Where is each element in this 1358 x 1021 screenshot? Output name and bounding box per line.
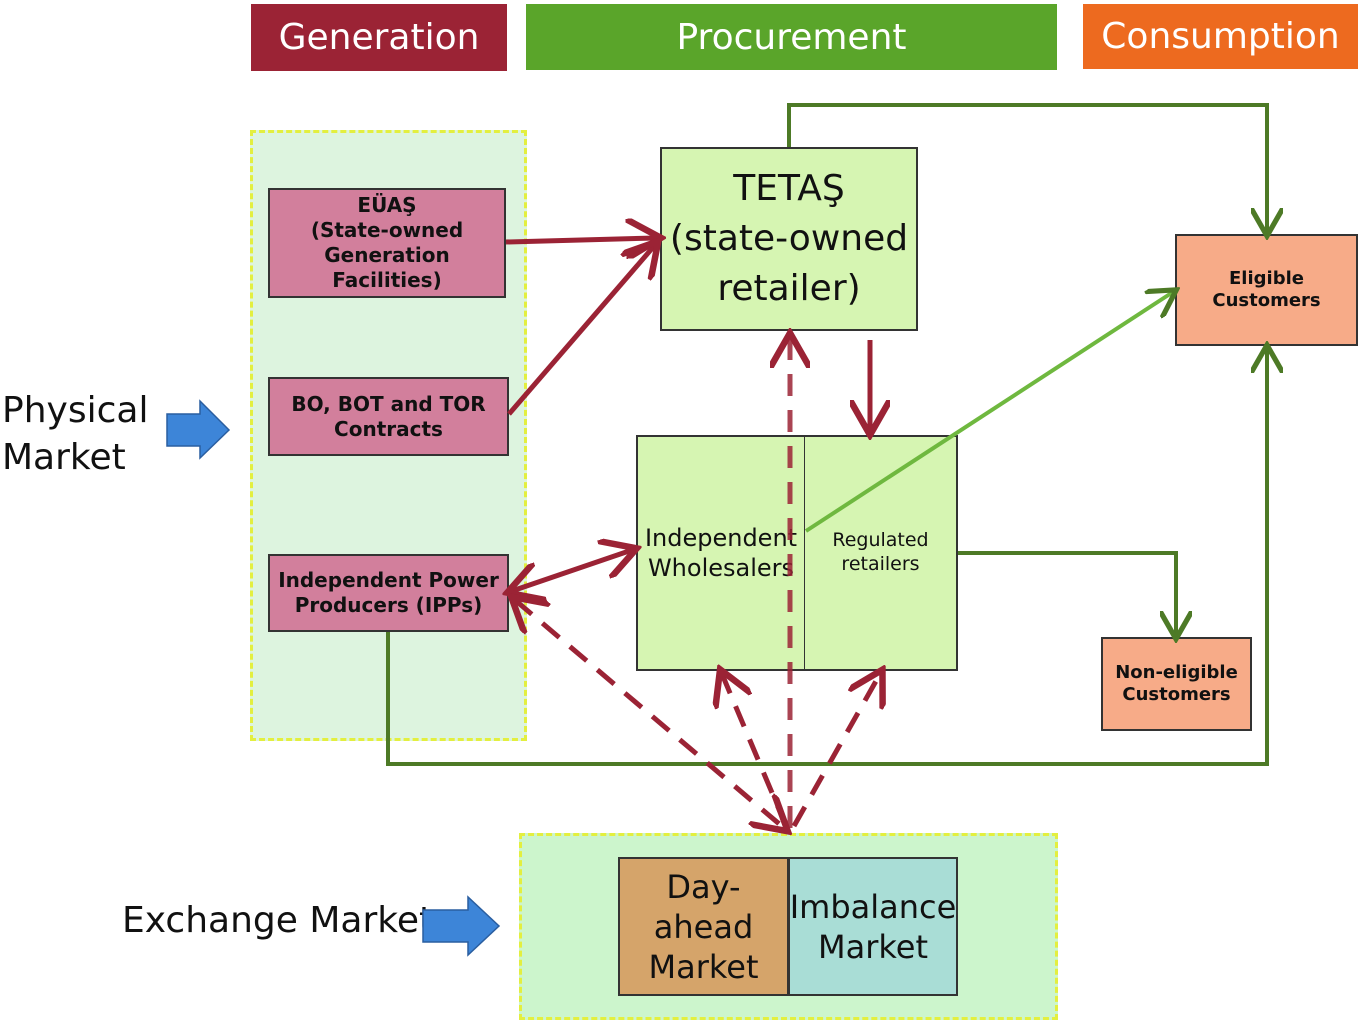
bo-contracts-to-tetas-arrow: [507, 245, 655, 416]
physical-market-label: Physical Market: [2, 390, 149, 478]
consumption-header: Consumption: [1083, 4, 1358, 69]
exchange-regulated-dashed-arrow: [791, 674, 880, 828]
euas-box: EÜAŞ (State-owned Generation Facilities): [268, 188, 506, 298]
ipps-to-eligible-arrow: [386, 349, 1267, 766]
day-ahead-market-box: Day-ahead Market: [618, 857, 789, 996]
ipps-exchange-dashed-arrow: [515, 600, 784, 828]
tetas-box: TETAŞ (state-owned retailer): [660, 147, 918, 331]
exchange-wholesalers-dashed-arrow: [722, 674, 789, 827]
procurement-header: Procurement: [526, 4, 1057, 70]
ipps-box: Independent Power Producers (IPPs): [268, 554, 509, 632]
eligible-customers-box: Eligible Customers: [1175, 234, 1358, 346]
exchange-market-label: Exchange Market: [122, 900, 434, 941]
bo-bot-tor-box: BO, BOT and TOR Contracts: [268, 377, 509, 456]
regulated-retailers-box: Regulated retailers: [805, 435, 958, 671]
ipps-wholesalers-arrow: [512, 550, 632, 591]
non-eligible-customers-box: Non-eligible Customers: [1101, 637, 1252, 731]
exchange-market-arrow-icon: [422, 895, 501, 957]
regulated-to-non-eligible-arrow: [958, 551, 1176, 635]
euas-to-tetas-arrow: [505, 238, 656, 242]
regulated-to-eligible-arrow: [804, 292, 1173, 533]
tetas-to-eligible-arrow: [787, 103, 1267, 232]
physical-market-arrow-icon: [166, 399, 231, 460]
imbalance-market-box: Imbalance Market: [788, 857, 958, 996]
generation-header: Generation: [251, 4, 507, 71]
